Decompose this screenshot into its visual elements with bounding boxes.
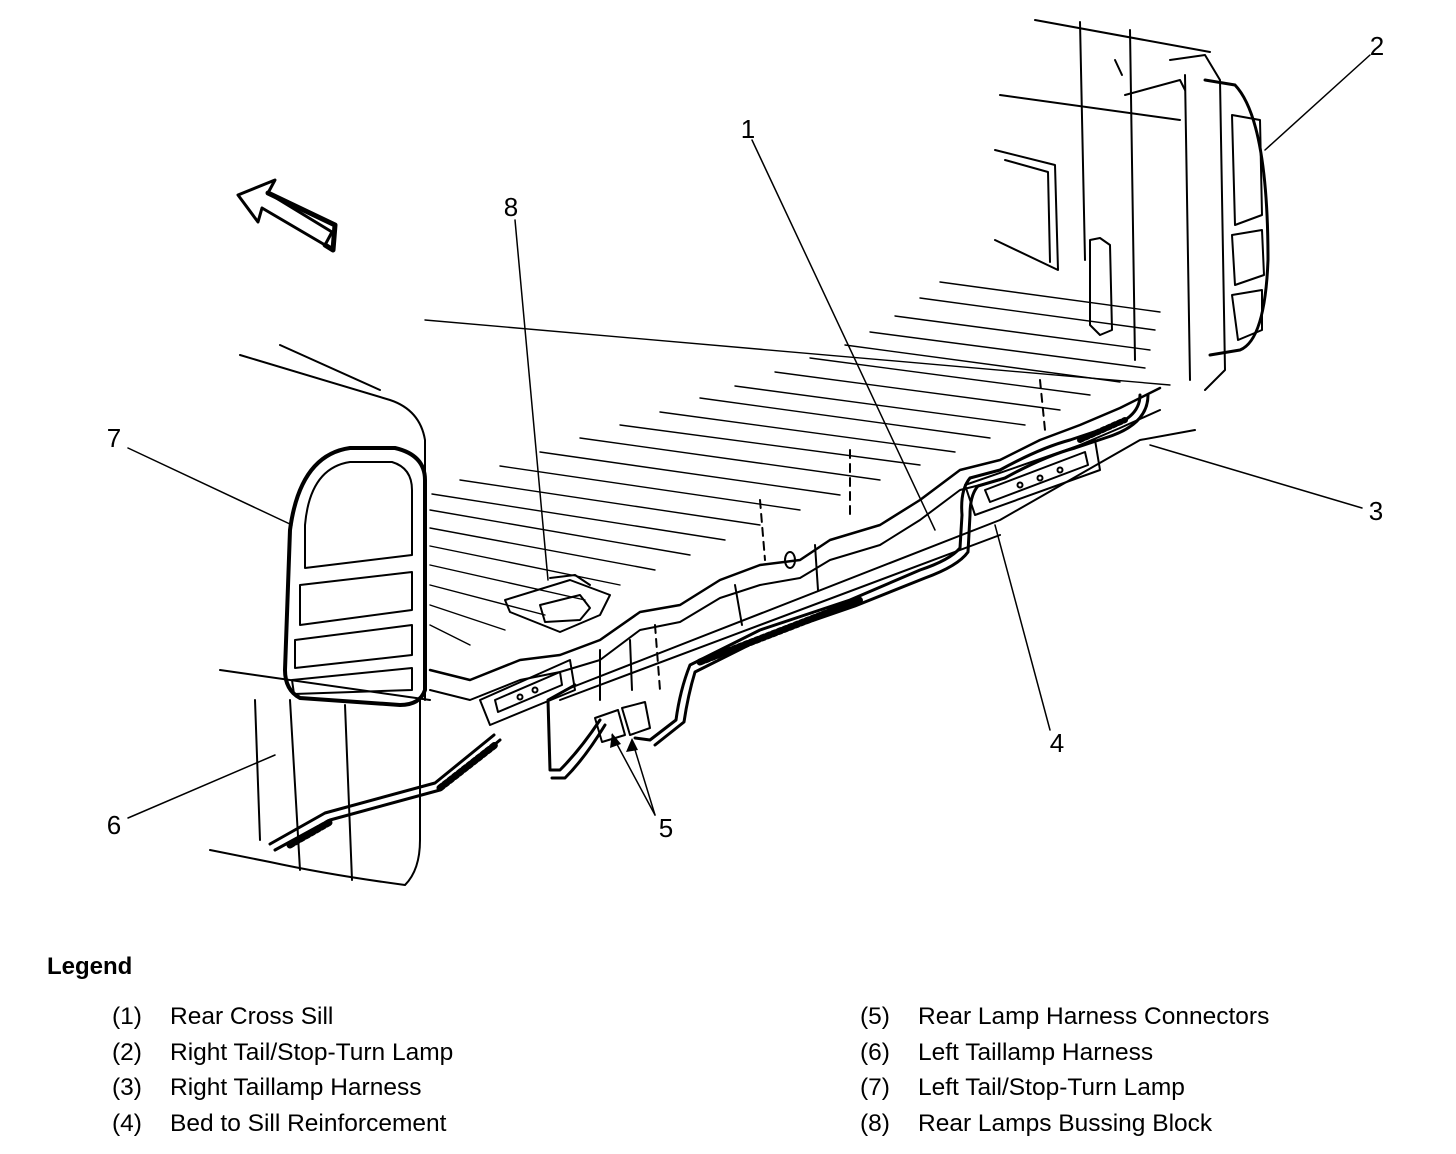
bed-floor [424, 281, 1171, 646]
legend-item-number: (6) [860, 1038, 890, 1066]
legend-item-label: Rear Lamps Bussing Block [918, 1109, 1213, 1137]
callout-3: 3 [1369, 496, 1383, 526]
callout-2: 2 [1370, 31, 1384, 61]
legend-item: (6) Left Taillamp Harness [860, 1037, 1269, 1073]
legend-item: (1) Rear Cross Sill [112, 1001, 453, 1037]
legend-item-label: Rear Cross Sill [170, 1003, 334, 1030]
legend-title: Legend [47, 953, 133, 980]
legend-item-label: Left Tail/Stop-Turn Lamp [918, 1074, 1185, 1101]
right-taillamp [1203, 78, 1270, 357]
legend-column-right: (5) Rear Lamp Harness Connectors (6) Left … [860, 1001, 1269, 1143]
callout-1: 1 [741, 114, 755, 144]
legend-item-number: (1) [112, 1003, 142, 1030]
leader-arrowheads [610, 733, 638, 752]
harness-connectors [594, 701, 651, 743]
legend-item: (7) Left Tail/Stop-Turn Lamp [860, 1072, 1269, 1108]
legend-item-number: (3) [112, 1074, 142, 1101]
leader-lines [127, 54, 1371, 819]
bed-to-sill-reinforcement [479, 439, 1101, 726]
legend-item: (5) Rear Lamp Harness Connectors [860, 1001, 1269, 1037]
rear-lamp-harness [268, 393, 1150, 852]
legend-column-left: (1) Rear Cross Sill (2) Right Tail/Stop-Tu… [112, 1001, 453, 1143]
callout-7: 7 [107, 423, 121, 453]
tailgate-edge [428, 386, 1162, 701]
callout-6: 6 [107, 810, 121, 840]
legend-item-number: (2) [112, 1038, 142, 1066]
callout-8: 8 [504, 192, 518, 222]
legend-item-label: Bed to Sill Reinforcement [170, 1109, 447, 1137]
rear-cross-sill [559, 379, 1196, 701]
legend-item: (2) Right Tail/Stop-Turn Lamp [112, 1037, 453, 1073]
left-bed-side [209, 344, 431, 886]
harness-beads [286, 417, 1128, 849]
legend-item: (3) Right Taillamp Harness [112, 1072, 453, 1108]
legend-item-label: Left Taillamp Harness [918, 1038, 1154, 1066]
direction-arrow-icon [236, 178, 338, 253]
legend-item-number: (8) [860, 1109, 890, 1137]
legend-item-label: Rear Lamp Harness Connectors [918, 1003, 1270, 1030]
legend-item-number: (7) [860, 1074, 890, 1101]
legend-item-number: (5) [860, 1003, 890, 1030]
bussing-block [504, 574, 611, 633]
legend-item-number: (4) [112, 1109, 142, 1137]
legend-item-label: Right Taillamp Harness [170, 1074, 422, 1101]
callout-4: 4 [1050, 728, 1064, 758]
callout-5: 5 [659, 813, 673, 843]
legend-item: (4) Bed to Sill Reinforcement [112, 1108, 453, 1144]
right-bed-side [994, 19, 1226, 391]
legend-item-label: Right Tail/Stop-Turn Lamp [170, 1038, 454, 1066]
tailgate-wiring-diagram: 1 2 3 4 5 6 7 8 [107, 19, 1384, 886]
legend-item: (8) Rear Lamps Bussing Block [860, 1108, 1269, 1144]
left-taillamp [283, 446, 427, 707]
